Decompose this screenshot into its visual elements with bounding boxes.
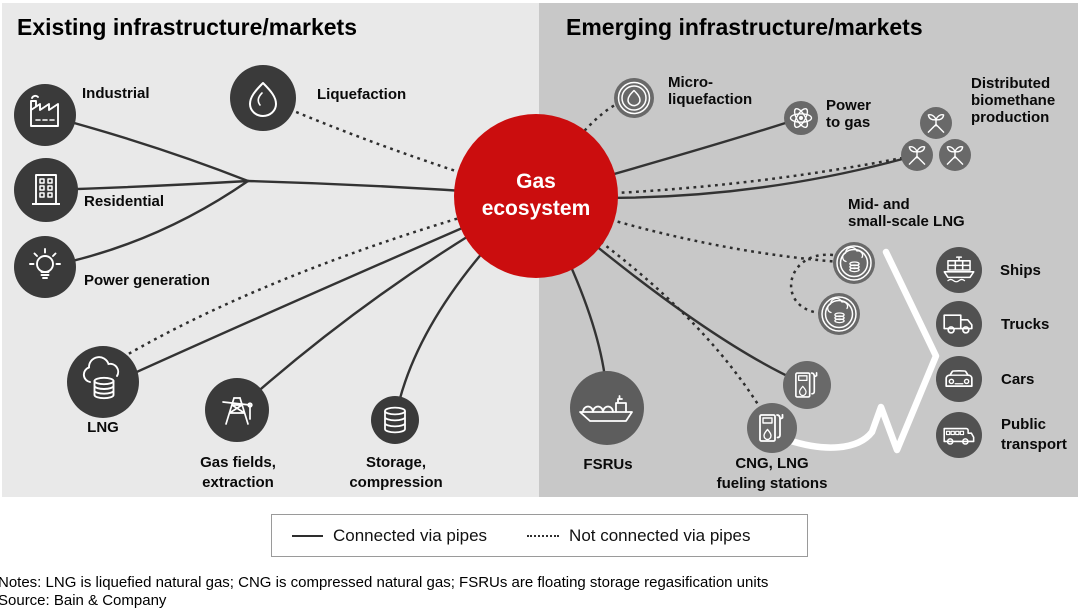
node-cng-station-lower: [747, 403, 797, 453]
node-gas-fields: [205, 378, 269, 442]
flame-icon: [249, 82, 277, 117]
label-trucks: Trucks: [1001, 316, 1050, 333]
building-icon: [32, 174, 60, 205]
label-mid-small-lng: Mid- and small-scale LNG: [848, 196, 965, 230]
lightbulb-icon: [29, 248, 61, 279]
node-trucks: [936, 301, 982, 347]
node-storage: [371, 396, 419, 444]
emerging-panel-title: Emerging infrastructure/markets: [566, 14, 923, 40]
node-power-to-gas: [784, 101, 818, 135]
label-residential: Residential: [84, 193, 165, 210]
label-gas-fields: Gas fields, extraction: [200, 454, 276, 491]
factory-icon: [30, 94, 59, 127]
gas-ecosystem-label: Gas ecosystem: [481, 170, 591, 220]
legend-solid-label: Connected via pipes: [333, 525, 488, 545]
fuel-pump-icon: [795, 372, 818, 398]
node-micro-liquefaction: [614, 78, 654, 118]
label-ships: Ships: [1000, 262, 1041, 279]
node-cars: [936, 356, 982, 402]
dotted-line-swatch: [527, 534, 560, 537]
node-cng-station-upper: [783, 361, 831, 409]
line-biomethane-dashed: [535, 153, 918, 198]
sprout-icon: [908, 114, 964, 165]
line-liquefaction-dashed: [262, 96, 537, 198]
coin-flame-icon: [617, 81, 651, 115]
line-industrial: [43, 113, 250, 183]
label-industrial: Industrial: [82, 85, 150, 102]
node-liquefaction: [230, 65, 296, 131]
label-biomethane: Distributed biomethane production: [971, 75, 1056, 126]
existing-panel-title: Existing infrastructure/markets: [17, 14, 358, 40]
node-biomethane-group: [901, 107, 971, 171]
node-industrial: [14, 84, 76, 146]
node-public-transport: [936, 412, 982, 458]
node-power-generation: [14, 236, 76, 298]
notes-text: Notes: LNG is liquefied natural gas; CNG…: [0, 574, 769, 591]
label-power-to-gas: Power to gas: [826, 97, 872, 131]
label-cars: Cars: [1001, 371, 1035, 388]
node-fsrus: [570, 371, 644, 445]
label-micro-liquefaction: Micro- liquefaction: [668, 74, 753, 108]
coin-cloud-icon: [821, 245, 872, 332]
solid-line-swatch: [292, 534, 323, 537]
legend: Connected via pipes Not connected via pi…: [271, 514, 808, 557]
label-liquefaction: Liquefaction: [317, 86, 407, 103]
node-ships: [936, 247, 982, 293]
label-lng: LNG: [87, 419, 119, 436]
cloud-barrel-icon: [82, 356, 120, 400]
barrel-icon: [384, 406, 406, 434]
label-public-transport: Public transport: [1001, 416, 1067, 453]
label-cng-stations: CNG, LNG fueling stations: [716, 455, 828, 492]
label-fsrus: FSRUs: [583, 456, 633, 473]
node-mid-lng-group: [818, 242, 875, 335]
flow-arrow: [784, 248, 940, 454]
car-icon: [945, 369, 973, 387]
node-lng: [67, 346, 139, 418]
atom-icon: [789, 107, 813, 129]
line-mid-lng-loop: [789, 253, 834, 315]
gas-ecosystem-hub: [454, 114, 618, 278]
fuel-pump-icon: [759, 413, 784, 442]
source-text: Source: Bain & Company: [0, 592, 167, 609]
label-power-generation: Power generation: [84, 272, 210, 289]
legend-dashed-label: Not connected via pipes: [569, 525, 751, 545]
bus-icon: [943, 427, 975, 445]
lng-tanker-icon: [579, 395, 633, 422]
container-ship-icon: [943, 256, 975, 283]
truck-icon: [943, 314, 973, 334]
node-residential: [14, 158, 78, 222]
derrick-icon: [222, 397, 253, 425]
label-storage: Storage, compression: [349, 454, 443, 491]
